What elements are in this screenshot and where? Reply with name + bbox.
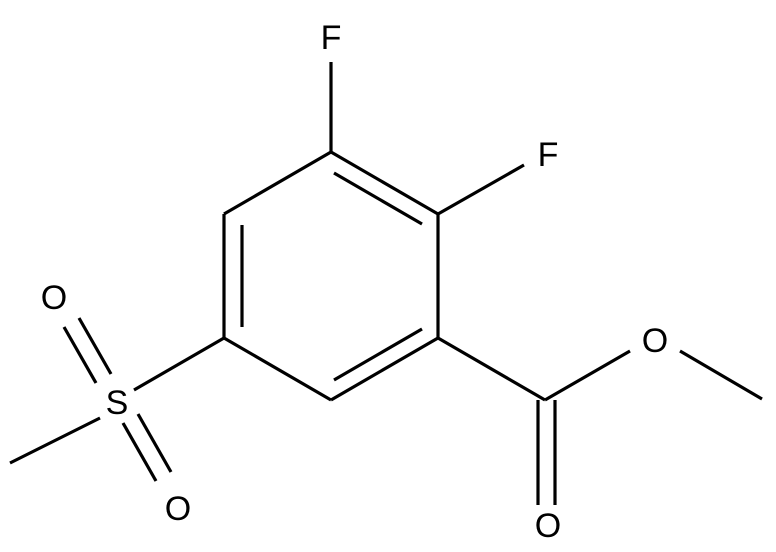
- bond-sulfur-o-bottom-1: [121, 422, 158, 482]
- bond-sulfur-o-top-2: [77, 317, 113, 375]
- atom-oxygen-sulfonyl-bottom: O: [165, 490, 191, 528]
- atom-oxygen-ester: O: [642, 322, 668, 360]
- atom-fluorine-top: F: [321, 19, 342, 57]
- bond-carbonyl-o-ester: [544, 349, 631, 402]
- atom-fluorine-right: F: [538, 136, 559, 174]
- bond-sulfur-o-bottom-2: [136, 413, 173, 473]
- atom-sulfur: S: [106, 384, 129, 422]
- bond-ring-top-left: [223, 150, 332, 216]
- bond-o-ester-methyl: [679, 349, 763, 401]
- atom-oxygen-sulfonyl-top: O: [41, 279, 67, 317]
- atom-oxygen-carbonyl: O: [535, 507, 561, 545]
- bond-ring-carbonyl: [437, 336, 546, 402]
- bond-sulfur-methyl: [9, 416, 101, 465]
- bond-ring-sulfur: [133, 336, 225, 392]
- bond-sulfur-o-top-1: [62, 326, 98, 384]
- benzene-ring: [222, 150, 440, 402]
- bond-ring-bottom-right-inner: [333, 327, 423, 382]
- bond-ring-bottom-left: [223, 336, 332, 402]
- bond-c-f-right: [437, 163, 525, 216]
- bond-ring-top-right-inner: [333, 171, 423, 226]
- bond-ring-bottom-right: [330, 336, 439, 402]
- bond-ring-top-right: [330, 150, 439, 216]
